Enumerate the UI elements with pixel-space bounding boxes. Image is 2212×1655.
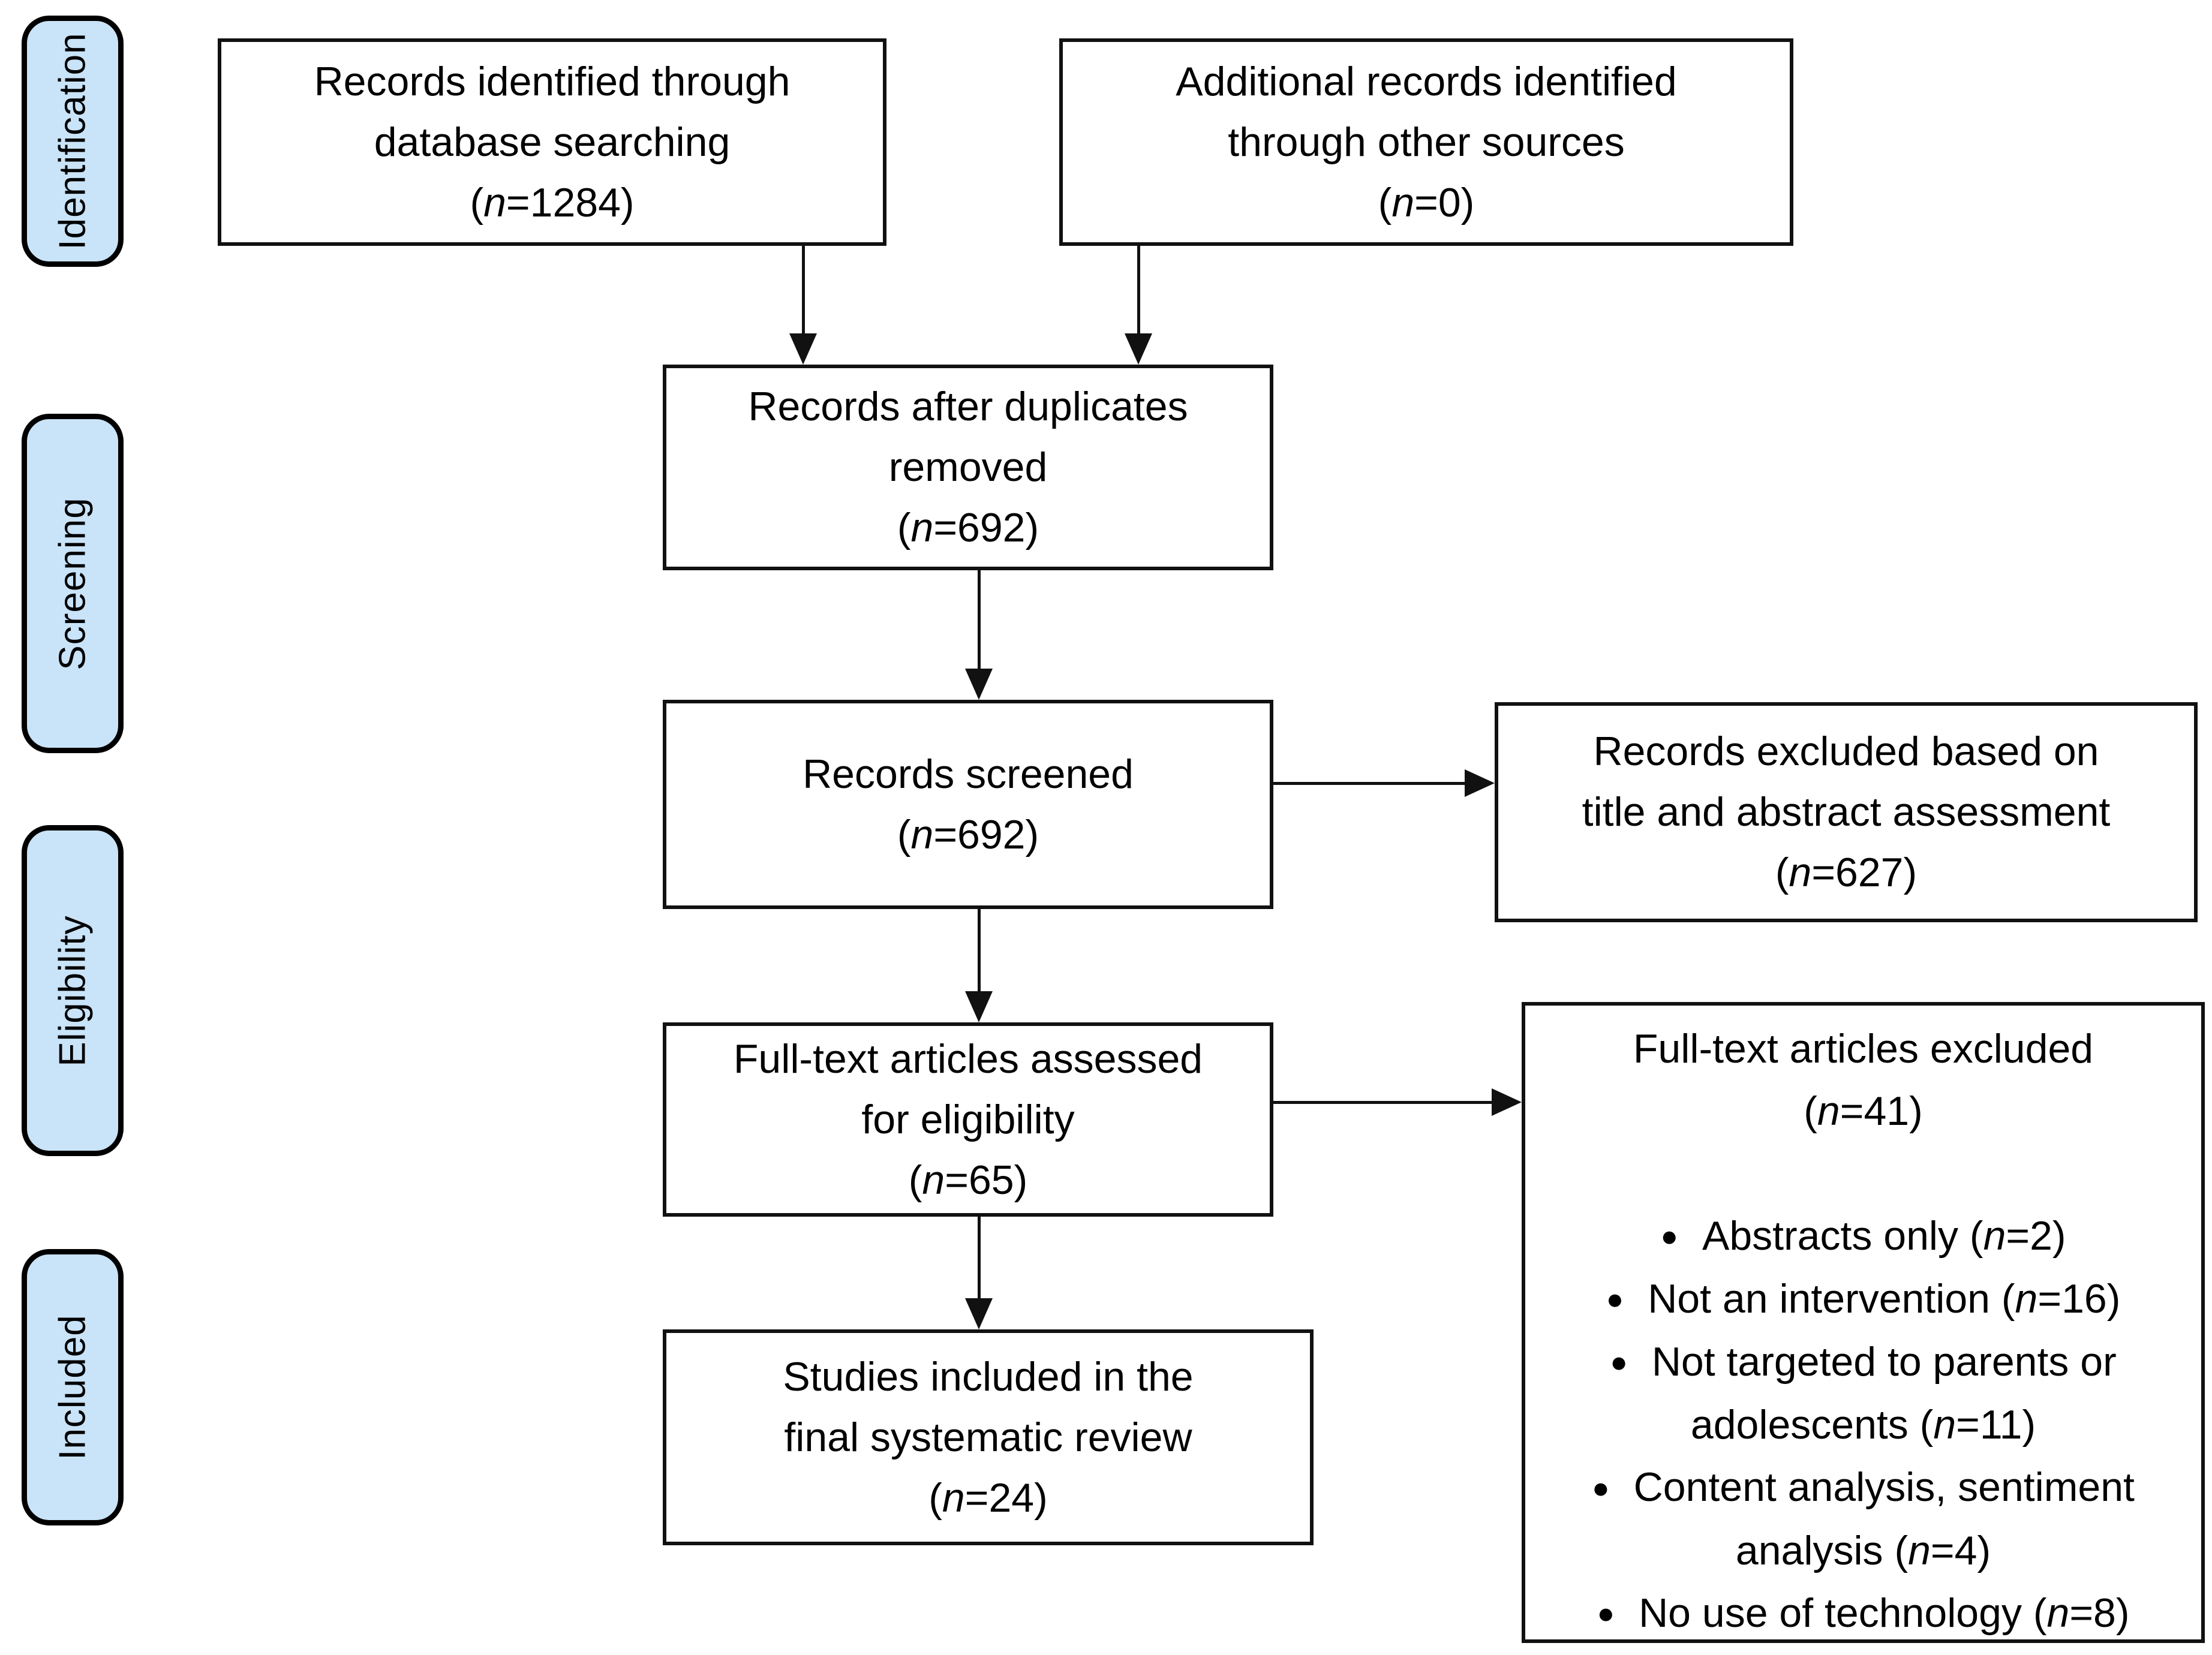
box-text: Records screened (n=692): [666, 744, 1270, 865]
text-line: (n=65): [908, 1157, 1028, 1203]
text-line: (n=692): [897, 505, 1039, 550]
text-line: Studies included in the: [783, 1353, 1194, 1400]
arrow-shaft: [1273, 1100, 1492, 1104]
box-text: Full-text articles excluded (n=41): [1525, 1018, 2201, 1142]
arrow-shaft: [1137, 246, 1140, 333]
arrowhead-down-icon: [965, 991, 993, 1022]
arrow-identified-to-duplicates: [789, 246, 817, 365]
bullet-icon: ●: [1606, 1283, 1624, 1316]
exclusion-reasons-list: ●Abstracts only (n=2)●Not an interventio…: [1525, 1205, 2201, 1645]
text-line: Records excluded based on: [1593, 729, 2099, 774]
text-line: Full-text articles excluded: [1633, 1026, 2094, 1072]
bullet-icon: ●: [1592, 1472, 1610, 1504]
arrowhead-right-icon: [1492, 1088, 1522, 1116]
exclusion-reason-line: ●Not targeted to parents or: [1525, 1331, 2201, 1394]
arrow-shaft: [801, 246, 805, 333]
box-text: Full-text articles assessed for eligibili…: [666, 1029, 1270, 1211]
arrowhead-down-icon: [965, 1298, 993, 1329]
arrow-duplicates-to-screened: [965, 570, 993, 700]
text-line: title and abstract assessment: [1582, 789, 2111, 835]
text-line: (n=24): [928, 1475, 1048, 1521]
text-line: for eligibility: [861, 1096, 1075, 1142]
text-line: (n=0): [1378, 179, 1475, 225]
box-records-after-duplicates: Records after duplicates removed (n=692): [663, 365, 1273, 570]
arrow-fulltext-to-included: [965, 1217, 993, 1329]
box-records-screened: Records screened (n=692): [663, 700, 1273, 909]
box-records-identified: Records identified through database searc…: [218, 38, 886, 246]
box-fulltext-excluded: Full-text articles excluded (n=41) ●Abstr…: [1522, 1002, 2205, 1643]
bullet-icon: ●: [1660, 1220, 1678, 1253]
box-additional-records: Additional records identified through oth…: [1059, 38, 1793, 246]
text-line: Additional records identified: [1176, 58, 1677, 104]
text-line: (n=692): [897, 811, 1039, 857]
stage-label: Included: [52, 1314, 94, 1460]
text-line: removed: [888, 444, 1048, 490]
text-line: Records identified through: [314, 58, 791, 104]
stage-eligibility: Eligibility: [22, 825, 124, 1156]
arrow-fulltext-to-excluded: [1273, 1088, 1522, 1116]
stage-screening: Screening: [22, 414, 124, 753]
arrowhead-right-icon: [1465, 769, 1495, 797]
stage-label: Identification: [52, 32, 94, 250]
exclusion-reason-line: ●Not an intervention (n=16): [1525, 1268, 2201, 1331]
arrow-screened-to-excluded: [1273, 769, 1495, 797]
stage-identification: Identification: [22, 16, 124, 267]
box-text: Records identified through database searc…: [221, 52, 883, 233]
text-line: (n=41): [1804, 1088, 1923, 1134]
spacer: [1525, 1142, 2201, 1205]
arrowhead-down-icon: [965, 669, 993, 700]
box-text: Records excluded based on title and abstr…: [1498, 721, 2194, 903]
box-records-excluded-title-abstract: Records excluded based on title and abstr…: [1495, 702, 2198, 922]
arrow-shaft: [1273, 781, 1465, 785]
text-line: (n=1284): [470, 179, 635, 225]
text-line: (n=627): [1775, 850, 1918, 895]
box-text: Additional records identified through oth…: [1063, 52, 1790, 233]
arrow-additional-to-duplicates: [1125, 246, 1152, 365]
stage-label: Screening: [52, 496, 94, 670]
arrow-screened-to-fulltext: [965, 909, 993, 1022]
bullet-icon: ●: [1610, 1346, 1628, 1379]
box-fulltext-assessed: Full-text articles assessed for eligibili…: [663, 1022, 1273, 1217]
text-line: database searching: [374, 119, 731, 165]
arrow-shaft: [977, 1217, 981, 1298]
text-line: Records screened: [803, 751, 1134, 797]
box-text: Records after duplicates removed (n=692): [666, 377, 1270, 558]
text-line: final systematic review: [784, 1414, 1192, 1460]
exclusion-reason-line: adolescents (n=11): [1690, 1402, 2036, 1448]
exclusion-reason-line: ●Abstracts only (n=2): [1525, 1205, 2201, 1268]
arrowhead-down-icon: [1125, 333, 1152, 365]
exclusion-reason-line: ●No use of technology (n=8): [1525, 1582, 2201, 1645]
stage-included: Included: [22, 1249, 124, 1525]
exclusion-reason-line: analysis (n=4): [1735, 1527, 1991, 1573]
arrowhead-down-icon: [789, 333, 817, 365]
bullet-icon: ●: [1597, 1597, 1615, 1630]
text-line: Full-text articles assessed: [733, 1036, 1203, 1082]
stage-label: Eligibility: [52, 914, 94, 1067]
exclusion-reason-line: ●Content analysis, sentiment: [1525, 1456, 2201, 1519]
text-line: through other sources: [1228, 119, 1625, 165]
box-text: Studies included in the final systematic …: [666, 1347, 1310, 1528]
arrow-shaft: [977, 909, 981, 991]
box-studies-included: Studies included in the final systematic …: [663, 1329, 1314, 1545]
arrow-shaft: [977, 570, 981, 669]
text-line: Records after duplicates: [748, 384, 1188, 429]
